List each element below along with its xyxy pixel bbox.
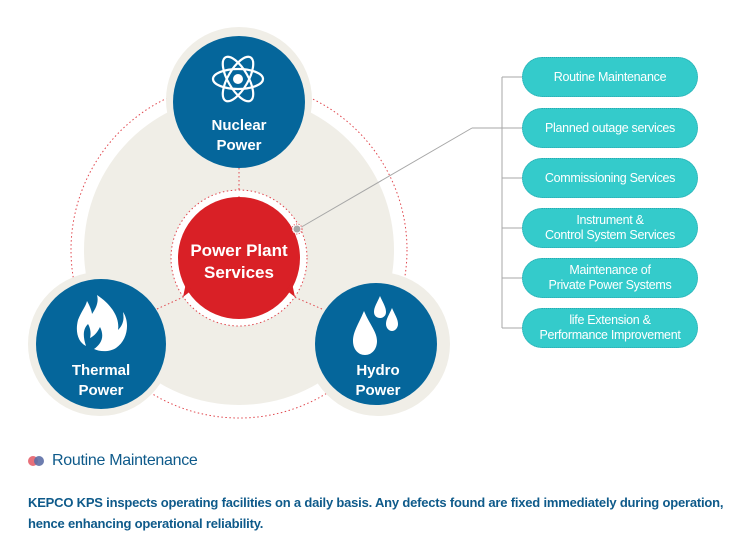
- center-label: Power Plant Services: [179, 240, 299, 284]
- service-label-line1: Maintenance of: [569, 263, 651, 277]
- thermal-label-line1: Thermal: [71, 362, 131, 379]
- center-label-line2: Services: [204, 263, 274, 282]
- detail-title-text: Routine Maintenance: [52, 452, 198, 469]
- service-label: Routine Maintenance: [553, 69, 667, 84]
- nuclear-label-line2: Power: [216, 137, 262, 154]
- leader-anchor-dot: [293, 225, 301, 233]
- hydro-label: Hydro Power: [328, 361, 428, 401]
- outer-dotted-ring: [70, 81, 408, 419]
- power-plant-services-diagram: Nuclear Power Power Plant Services Therm…: [28, 27, 698, 419]
- nuclear-label: Nuclear Power: [189, 116, 289, 156]
- service-label: Planned outage services: [545, 120, 675, 135]
- detail-title: Routine Maintenance: [28, 452, 198, 470]
- diagram-graphics: [28, 27, 522, 419]
- thermal-label-line2: Power: [78, 382, 124, 399]
- center-circle[interactable]: [178, 197, 300, 319]
- service-life-extension[interactable]: life Extension &Performance Improvement: [522, 308, 698, 348]
- service-label-line2: Performance Improvement: [539, 328, 681, 342]
- center-pointer-right: [286, 283, 295, 297]
- center-label-line1: Power Plant: [190, 241, 288, 260]
- service-instrument-control[interactable]: Instrument &Control System Services: [522, 208, 698, 248]
- service-label-line2: Control System Services: [545, 228, 675, 242]
- nuclear-label-line1: Nuclear: [211, 117, 267, 134]
- hydro-label-line2: Power: [355, 382, 401, 399]
- center-pointer-left: [183, 283, 192, 297]
- service-routine-maintenance[interactable]: Routine Maintenance: [522, 57, 698, 97]
- service-planned-outage[interactable]: Planned outage services: [522, 108, 698, 148]
- atom-icon: [211, 55, 265, 103]
- hydro-label-line1: Hydro: [356, 362, 400, 379]
- water-drops-icon: [353, 296, 398, 355]
- detail-description: KEPCO KPS inspects operating facilities …: [28, 495, 724, 531]
- thermal-label: Thermal Power: [51, 361, 151, 401]
- flame-icon: [76, 295, 128, 352]
- bullet-dots-icon: [28, 455, 48, 467]
- service-label-line2: Private Power Systems: [548, 278, 672, 292]
- center-pointer-top: [233, 196, 245, 205]
- service-commissioning[interactable]: Commissioning Services: [522, 158, 698, 198]
- nuclear-circle[interactable]: [173, 36, 305, 168]
- service-label: Commissioning Services: [544, 170, 676, 185]
- leader-line: [297, 127, 473, 230]
- service-label-line1: Instrument &: [576, 213, 644, 227]
- service-label-line1: life Extension &: [569, 313, 651, 327]
- connector-hydro: [291, 295, 323, 310]
